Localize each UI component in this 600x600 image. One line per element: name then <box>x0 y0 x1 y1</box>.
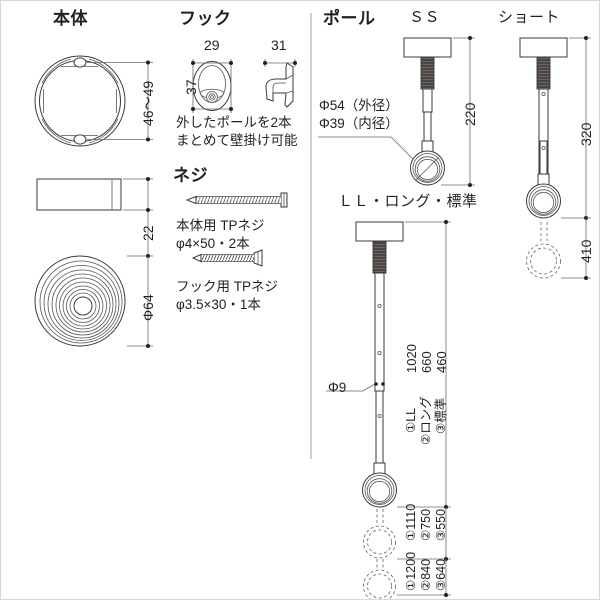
dim-label-hook-width-front: 29 <box>204 37 220 53</box>
hook-note-line2: まとめて壁掛け可能 <box>176 133 298 148</box>
dim-label-ll-stage1-value-2: 660 <box>419 351 434 373</box>
dim-label-ll-stage1-name-3: ③標準 <box>434 398 449 434</box>
name-2: ロング <box>419 396 433 434</box>
screw-1-label-line2: φ4×50・2本 <box>176 236 250 251</box>
marker-1: ① <box>404 529 418 541</box>
marker-3: ③ <box>434 529 448 541</box>
dim-label-ll-stage3-3: ③640 <box>434 559 449 591</box>
dim-label-body-diameter: Φ64 <box>140 294 156 321</box>
hook-note-line1: 外したポールを2本 <box>176 115 292 130</box>
pole-ss <box>403 37 452 186</box>
dim-ll-drop <box>397 220 451 509</box>
heading-pole: ポール <box>323 9 376 28</box>
dim-label-hook-height-front: 37 <box>183 79 199 95</box>
label-ring-inner-diameter: Φ39（内径） <box>319 116 399 131</box>
marker-2: ② <box>419 433 433 445</box>
dim-short-drop <box>561 36 591 220</box>
name-3: 標準 <box>434 397 448 423</box>
marker-1: ① <box>404 579 418 591</box>
dim-hook-side <box>263 59 297 67</box>
pole-variant-ll-title: ＬＬ・ロング・標準 <box>338 193 478 210</box>
dim-label-ll-stage3-2: ②840 <box>419 559 434 591</box>
dim-label-ll-stage1-value-3: 460 <box>434 351 449 373</box>
pole-short <box>519 37 568 279</box>
dim-label-ll-stage1-name-1: ①LL <box>404 408 419 433</box>
dim-label-ll-stage2-2: ②750 <box>419 509 434 541</box>
dim-label-ss-drop: 220 <box>462 102 478 126</box>
value-3: 550 <box>434 508 448 530</box>
dim-label-short-drop-extended: 410 <box>578 239 594 263</box>
screw-hook-type <box>191 249 263 267</box>
body-bottom-view <box>34 255 126 347</box>
dim-label-ll-stage2-1: ①1110 <box>404 504 419 541</box>
hook-side-view <box>265 62 294 108</box>
dim-label-bolt-spacing: 46〜49 <box>140 80 156 126</box>
heading-body: 本体 <box>53 9 88 28</box>
pole-variant-ss-title: ＳＳ <box>409 9 441 26</box>
dim-label-hook-width-side: 31 <box>271 37 287 53</box>
dim-label-ll-stage3-1: ①1200 <box>404 552 419 591</box>
value-1: 1200 <box>404 551 418 580</box>
dim-body-height <box>123 177 153 258</box>
dim-body-diameter <box>127 256 153 348</box>
label-rod-diameter: Φ9 <box>328 380 347 395</box>
dim-hook-front <box>191 59 233 113</box>
marker-1: ① <box>404 421 418 433</box>
value-2: 840 <box>419 558 433 580</box>
value-3: 640 <box>434 558 448 580</box>
dim-label-body-height: 22 <box>140 225 156 241</box>
marker-2: ② <box>419 579 433 591</box>
dim-label-ll-stage2-3: ③550 <box>434 509 449 541</box>
name-1: LL <box>404 407 418 422</box>
screw-1-label-line1: 本体用 TPネジ <box>176 218 265 233</box>
screw-2-label-line1: フック用 TPネジ <box>176 279 279 294</box>
dim-label-ll-stage1-name-2: ②ロング <box>419 396 434 445</box>
rod-diameter-leader <box>326 382 385 392</box>
dim-label-ll-stage1-value-1: 1020 <box>404 344 419 373</box>
marker-3: ③ <box>434 422 448 434</box>
screw-body-type <box>185 192 288 208</box>
dim-ll-drop-stage3 <box>397 559 451 597</box>
body-top-view <box>34 55 126 147</box>
marker-3: ③ <box>434 579 448 591</box>
ring-diameter-leader <box>318 136 414 160</box>
label-ring-outer-diameter: Φ54（外径） <box>319 98 399 113</box>
dim-bolt-spacing <box>87 60 153 142</box>
hook-front-view <box>192 61 232 111</box>
value-2: 750 <box>419 508 433 530</box>
marker-2: ② <box>419 529 433 541</box>
dim-short-drop-extended <box>561 218 591 280</box>
value-1: 1110 <box>404 503 418 530</box>
pole-ll <box>355 221 404 599</box>
pole-variant-short-title: ショート <box>498 9 561 26</box>
heading-hook: フック <box>179 9 232 28</box>
dim-label-short-drop: 320 <box>578 122 594 146</box>
dim-ss-drop <box>441 36 475 187</box>
body-side-view <box>36 178 122 211</box>
screw-2-label-line2: φ3.5×30・1本 <box>176 297 261 312</box>
heading-screws: ネジ <box>173 166 208 185</box>
